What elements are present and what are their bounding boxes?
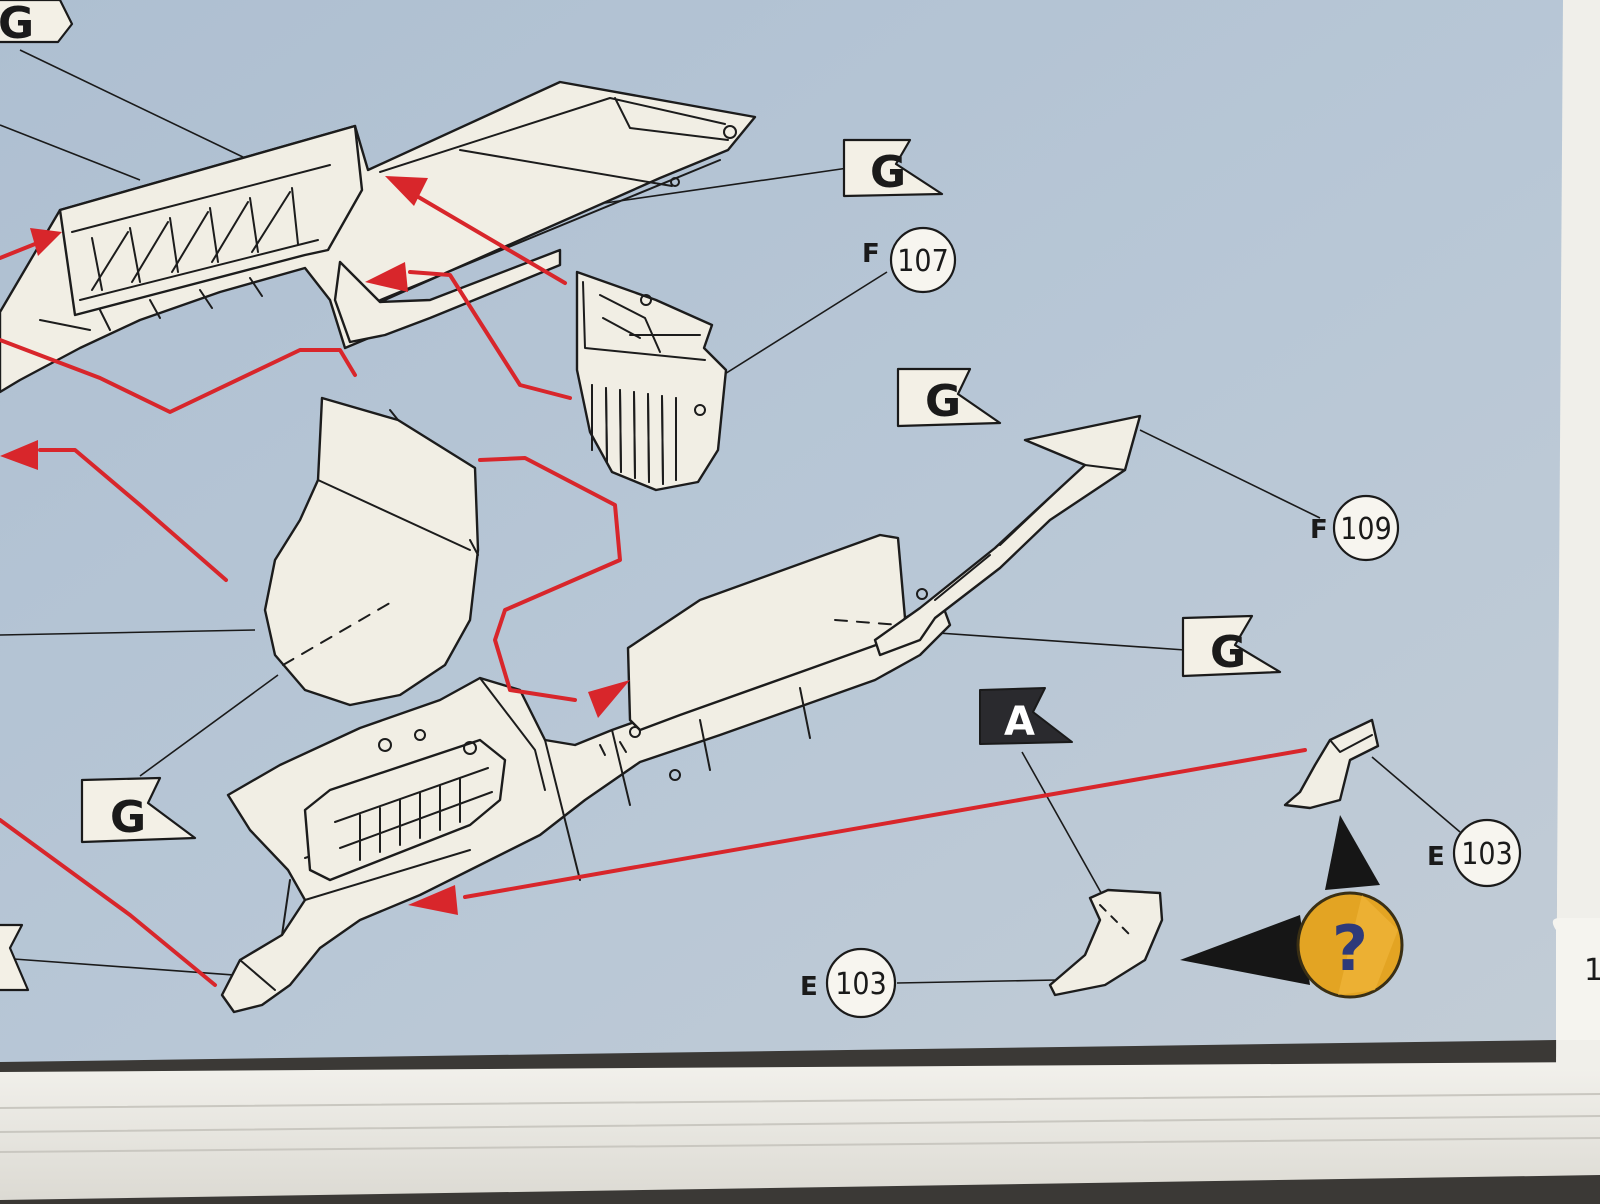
strut-part-f109	[873, 414, 1142, 657]
color-flag-label: G	[0, 0, 34, 49]
callout-prefix: E	[1427, 842, 1445, 872]
color-flag-label: G	[925, 376, 961, 427]
upper-spine-part	[0, 80, 757, 394]
right-page-margin	[1556, 0, 1600, 1070]
page-number-tab	[1552, 918, 1600, 1040]
leader-lines	[0, 49, 1461, 984]
triangle-pointer-up	[1325, 815, 1380, 890]
lower-fuselage-part	[220, 596, 952, 1014]
color-flag-label: A	[1004, 699, 1035, 745]
part-callout-f107: F 107	[862, 226, 957, 294]
color-flag-middle-right: G	[896, 367, 1002, 428]
color-flag-top-left: G	[0, 0, 74, 49]
part-callout-e103-right: E 103	[1427, 818, 1522, 888]
bulkhead-part-large	[263, 396, 480, 707]
color-flag-dark: A	[979, 687, 1073, 745]
color-flag-bottom-left: G	[80, 776, 197, 844]
triangle-pointer-left	[1180, 915, 1310, 985]
callout-prefix: F	[1310, 515, 1328, 545]
callout-number: 103	[1461, 837, 1513, 872]
callout-number: 107	[897, 244, 949, 279]
color-flag-label: G	[1210, 627, 1246, 678]
color-flag-label: G	[110, 792, 146, 843]
callout-number: 103	[835, 967, 887, 1002]
color-flag-label: G	[870, 147, 906, 198]
help-question-mark: ?	[1332, 912, 1368, 985]
bulkhead-part-f107	[575, 270, 728, 492]
page-number: 1	[1584, 953, 1600, 988]
fairing-part-e103-upper	[1283, 718, 1380, 810]
color-flag-lower-right: G	[1181, 614, 1282, 678]
fairing-part-e103-lower	[1048, 888, 1164, 997]
callout-number: 109	[1340, 512, 1392, 547]
help-badge: ?	[1180, 815, 1404, 999]
part-callout-f109: F 109	[1310, 494, 1400, 562]
page-edge-lines	[0, 1093, 1600, 1153]
assembly-arrows	[0, 176, 1307, 987]
callout-prefix: E	[800, 972, 818, 1002]
callout-prefix: F	[862, 239, 880, 269]
color-flag-left-edge	[0, 923, 30, 992]
color-flag-upper-right: G	[842, 138, 944, 198]
part-callout-e103-bottom: E 103	[800, 947, 897, 1019]
